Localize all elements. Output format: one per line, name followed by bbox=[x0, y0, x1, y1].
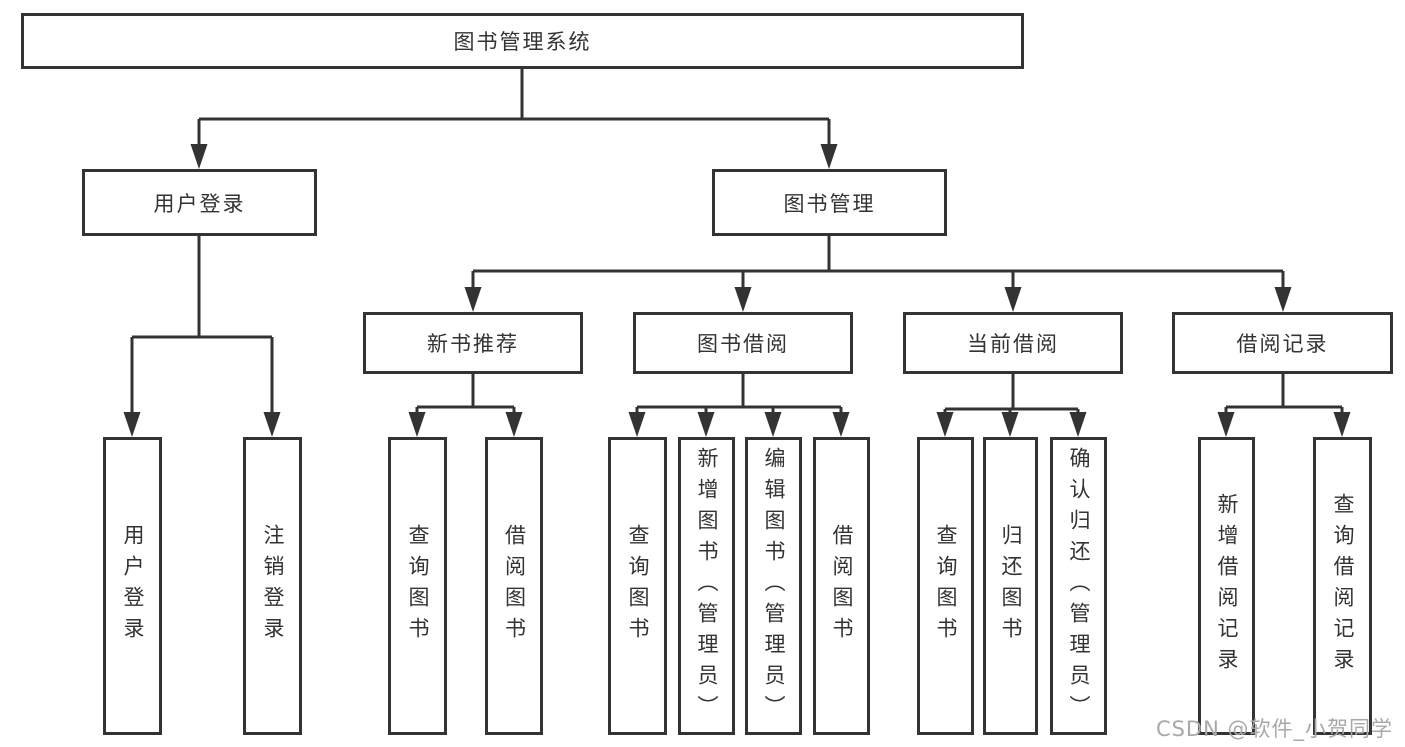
node-label: 用户登录 bbox=[153, 191, 246, 216]
node-label: 图书管理系统 bbox=[453, 30, 592, 54]
leaf-bb-borrow-books: 借阅图书 bbox=[813, 437, 870, 735]
node-label: 查询图书 bbox=[934, 524, 958, 648]
node-label: 图书管理 bbox=[783, 191, 876, 216]
node-user-login: 用户登录 bbox=[82, 169, 317, 236]
leaf-br-query-borrow-record: 查询借阅记录 bbox=[1313, 437, 1372, 735]
node-label: 用户登录 bbox=[121, 524, 145, 648]
node-root-library-management-system: 图书管理系统 bbox=[21, 13, 1024, 69]
node-label: 查询图书 bbox=[626, 524, 650, 648]
node-label: 归还图书 bbox=[999, 524, 1023, 648]
node-label: 借阅记录 bbox=[1236, 332, 1329, 356]
node-label: 借阅图书 bbox=[830, 524, 854, 648]
node-label: 编辑图书（管理员） bbox=[762, 446, 786, 726]
node-label: 查询借阅记录 bbox=[1331, 493, 1355, 679]
csdn-watermark: CSDN @软件_小贺同学 bbox=[1155, 717, 1393, 741]
node-label: 新书推荐 bbox=[427, 332, 519, 356]
leaf-bb-edit-books-admin: 编辑图书（管理员） bbox=[745, 437, 802, 735]
leaf-nbr-query-books: 查询图书 bbox=[388, 437, 447, 735]
node-book-borrow: 图书借阅 bbox=[633, 312, 853, 374]
node-label: 图书借阅 bbox=[697, 332, 789, 356]
node-book-management: 图书管理 bbox=[712, 169, 947, 236]
leaf-br-add-borrow-record: 新增借阅记录 bbox=[1198, 437, 1255, 735]
node-label: 注销登录 bbox=[261, 524, 285, 648]
node-label: 新增借阅记录 bbox=[1215, 493, 1239, 679]
leaf-user-login: 用户登录 bbox=[103, 437, 162, 735]
leaf-cb-return-books: 归还图书 bbox=[983, 437, 1038, 735]
node-label: 当前借阅 bbox=[967, 332, 1059, 356]
leaf-cb-query-books: 查询图书 bbox=[917, 437, 974, 735]
node-label: 查询图书 bbox=[406, 524, 430, 648]
node-label: 确认归还（管理员） bbox=[1067, 446, 1091, 726]
leaf-cb-confirm-return-admin: 确认归还（管理员） bbox=[1050, 437, 1107, 735]
node-label: 借阅图书 bbox=[502, 524, 527, 648]
node-new-book-recommend: 新书推荐 bbox=[363, 312, 583, 374]
node-current-borrow: 当前借阅 bbox=[903, 312, 1123, 374]
node-label: 新增图书（管理员） bbox=[695, 446, 719, 726]
leaf-nbr-borrow-books: 借阅图书 bbox=[485, 437, 543, 735]
leaf-bb-query-books: 查询图书 bbox=[608, 437, 667, 735]
node-borrow-records: 借阅记录 bbox=[1172, 312, 1393, 374]
leaf-bb-add-books-admin: 新增图书（管理员） bbox=[678, 437, 735, 735]
leaf-logout: 注销登录 bbox=[243, 437, 302, 735]
